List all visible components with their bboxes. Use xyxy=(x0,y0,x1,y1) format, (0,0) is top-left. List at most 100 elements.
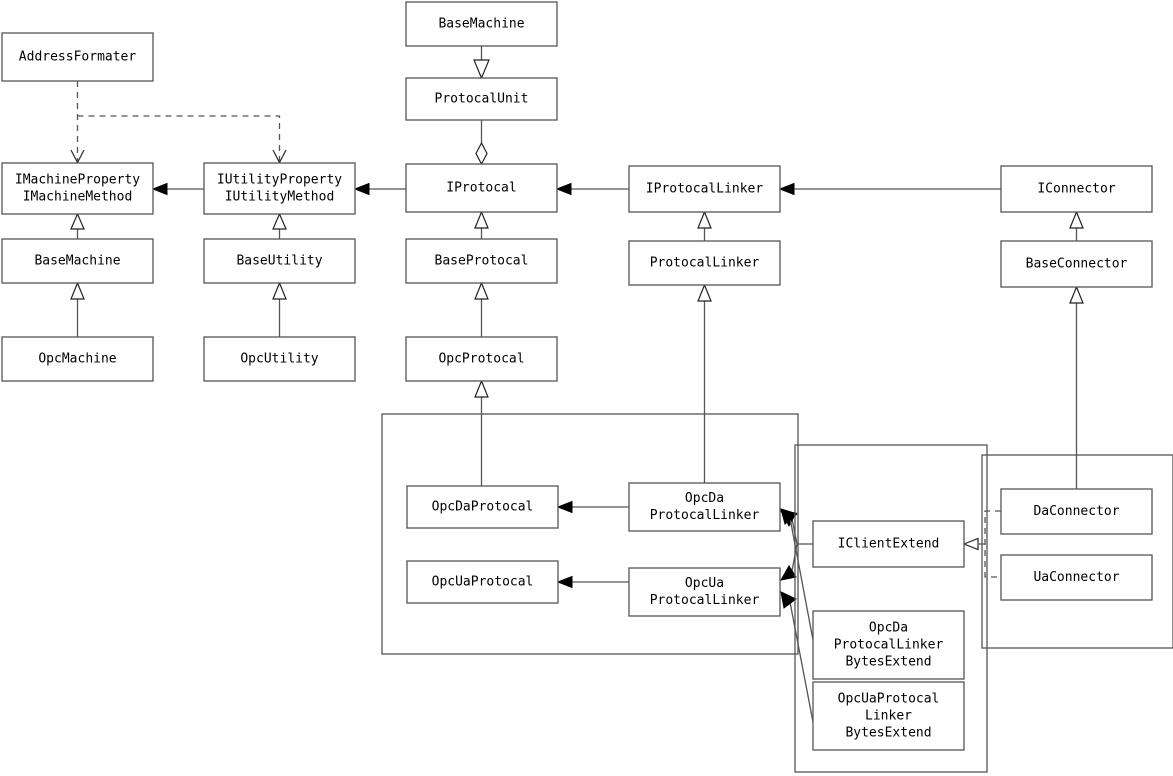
class-name-label: ProtocalLinker xyxy=(650,593,760,608)
class-name-label: IProtocalLinker xyxy=(646,182,764,197)
group-protocal-linkers xyxy=(381,413,799,655)
class-name-label: BytesExtend xyxy=(845,655,931,670)
edge-connectors-to-iClientExtend xyxy=(962,510,1001,578)
edge-baseMachine-to-iMachineProperty xyxy=(70,212,85,239)
class-name-label: IMachineMethod xyxy=(23,190,133,205)
class-box-iClientExtend[interactable]: IClientExtend xyxy=(812,520,965,568)
class-box-rect xyxy=(628,567,781,617)
class-box-rect xyxy=(405,336,558,382)
class-name-label: Linker xyxy=(865,709,912,724)
class-box-rect xyxy=(405,238,558,284)
class-name-label: OpcDa xyxy=(869,621,908,636)
class-name-label: BytesExtend xyxy=(845,726,931,741)
class-box-uaConnector[interactable]: UaConnector xyxy=(1000,554,1153,601)
class-name-label: BaseConnector xyxy=(1026,257,1128,272)
class-name-label: BaseMachine xyxy=(34,254,120,269)
class-box-rect xyxy=(203,238,356,284)
class-name-label: BaseUtility xyxy=(236,254,322,269)
class-box-opcUtility[interactable]: OpcUtility xyxy=(203,336,356,382)
class-name-label: OpcUtility xyxy=(240,352,318,367)
class-name-label: OpcMachine xyxy=(38,352,116,367)
class-box-daConnector[interactable]: DaConnector xyxy=(1000,488,1153,535)
class-box-opcProtocal[interactable]: OpcProtocal xyxy=(405,336,558,382)
edge-opcUtility-to-baseUtility xyxy=(272,281,287,337)
class-box-iConnector[interactable]: IConnector xyxy=(1000,165,1153,213)
edge-daConnector-to-baseConnector xyxy=(1069,285,1084,489)
class-box-rect xyxy=(628,240,781,286)
class-box-opcMachine[interactable]: OpcMachine xyxy=(1,336,154,382)
class-box-rect xyxy=(812,610,965,680)
class-box-rect xyxy=(405,1,558,47)
class-box-protocalLinker[interactable]: ProtocalLinker xyxy=(628,240,781,286)
class-box-rect xyxy=(1,238,154,284)
class-box-rect xyxy=(203,162,356,215)
class-box-rect xyxy=(1000,554,1153,601)
class-box-rect xyxy=(203,336,356,382)
class-box-rect xyxy=(1000,240,1153,288)
class-box-iProtocal[interactable]: IProtocal xyxy=(405,163,558,213)
class-box-rect xyxy=(1,32,154,82)
class-name-label: ProtocalLinker xyxy=(834,638,944,653)
class-box-rect xyxy=(812,520,965,568)
class-box-rect xyxy=(405,163,558,213)
class-box-rect xyxy=(1,162,154,215)
class-box-opcDaProtocal[interactable]: OpcDaProtocal xyxy=(406,485,559,529)
class-box-rect xyxy=(1000,165,1153,213)
edge-opcUaProtocalLinkerBytesExtend-to-opcUaProtocalLinker xyxy=(780,591,814,723)
class-name-label: OpcDaProtocal xyxy=(432,500,534,515)
class-name-label: ProtocalLinker xyxy=(650,256,760,271)
class-box-rect xyxy=(1000,488,1153,535)
edge-iProtocal-to-iUtilityProperty xyxy=(353,182,406,196)
edge-opcDaProtocalLinker-to-opcDaProtocal xyxy=(556,500,629,514)
class-box-baseUtility[interactable]: BaseUtility xyxy=(203,238,356,284)
class-box-rect xyxy=(628,482,781,532)
edge-opcUaProtocalLinker-to-opcUaProtocal xyxy=(556,575,629,589)
edge-opcDaProtocalLinkerBytesExtend-to-opcDaProtocalLinker xyxy=(780,508,814,641)
edge-baseMachineTop-to-protocalUnit xyxy=(473,46,490,80)
class-name-label: IClientExtend xyxy=(838,537,940,552)
class-name-label: AddressFormater xyxy=(19,50,137,65)
class-box-rect xyxy=(406,560,559,604)
edge-opcDaProtocal-to-opcProtocal xyxy=(474,379,489,486)
class-name-label: OpcUaProtocal xyxy=(432,575,534,590)
class-box-baseMachine[interactable]: BaseMachine xyxy=(1,238,154,284)
edge-iProtocalLinker-to-iProtocal xyxy=(555,182,629,196)
edge-protocalLinker-to-iProtocalLinker xyxy=(697,210,712,241)
class-name-label: IUtilityProperty xyxy=(217,173,342,188)
class-box-opcUaProtocal[interactable]: OpcUaProtocal xyxy=(406,560,559,604)
class-name-label: OpcProtocal xyxy=(438,352,524,367)
class-box-baseMachineTop[interactable]: BaseMachine xyxy=(405,1,558,47)
class-name-label: OpcUaProtocal xyxy=(838,692,940,707)
group-connectors xyxy=(981,454,1173,649)
class-name-label: IUtilityMethod xyxy=(225,190,335,205)
class-name-label: DaConnector xyxy=(1033,504,1119,519)
class-name-label: IConnector xyxy=(1037,182,1115,197)
class-box-rect xyxy=(406,485,559,529)
class-name-label: IProtocal xyxy=(446,181,516,196)
class-name-label: OpcUa xyxy=(685,576,724,591)
class-box-iProtocalLinker[interactable]: IProtocalLinker xyxy=(628,165,781,213)
class-name-label: ProtocalLinker xyxy=(650,508,760,523)
edge-opcMachine-to-baseMachine xyxy=(70,281,85,337)
class-box-addressFormater[interactable]: AddressFormater xyxy=(1,32,154,82)
class-name-label: OpcDa xyxy=(685,491,724,506)
edge-opcDaProtocalLinker-to-protocalLinker xyxy=(697,283,712,483)
edge-iUtilityProperty-to-iMachineProperty xyxy=(151,182,204,196)
edge-baseConnector-to-iConnector xyxy=(1069,210,1084,241)
class-box-baseProtocal[interactable]: BaseProtocal xyxy=(405,238,558,284)
class-box-rect xyxy=(405,77,558,121)
class-name-label: IMachineProperty xyxy=(15,173,140,188)
group-client-extends xyxy=(794,444,988,773)
class-box-baseConnector[interactable]: BaseConnector xyxy=(1000,240,1153,288)
edge-baseUtility-to-iUtilityProperty xyxy=(272,212,287,239)
class-box-protocalUnit[interactable]: ProtocalUnit xyxy=(405,77,558,121)
class-name-label: BaseMachine xyxy=(438,17,524,32)
